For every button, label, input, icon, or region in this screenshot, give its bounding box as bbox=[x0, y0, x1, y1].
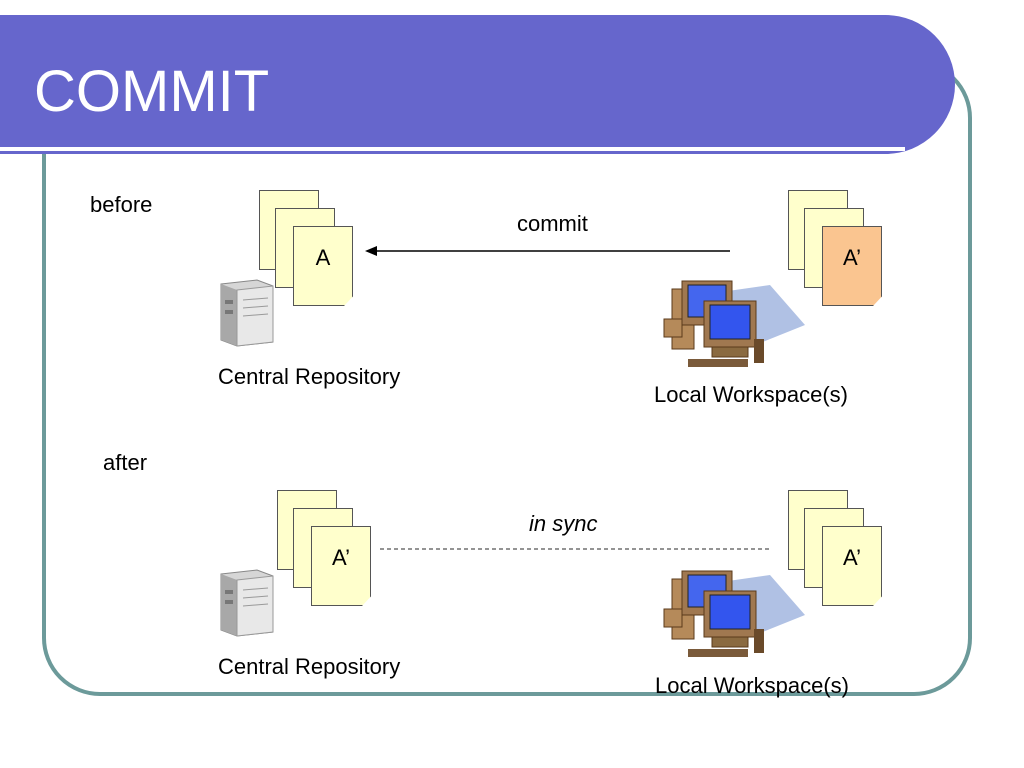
server-icon bbox=[220, 279, 274, 347]
sync-dashed-line bbox=[380, 548, 772, 550]
workspace-doc-after: A’ bbox=[822, 526, 882, 606]
workspace-docs-after: A’ bbox=[788, 490, 892, 608]
title-bar: COMMIT bbox=[0, 15, 955, 154]
workspace-doc-before: A’ bbox=[822, 226, 882, 306]
slide-title: COMMIT bbox=[34, 59, 270, 124]
repository-docs-after: A’ bbox=[277, 490, 381, 608]
repository-doc-before: A bbox=[293, 226, 353, 306]
central-repository-label-before: Central Repository bbox=[218, 364, 401, 389]
central-repository-label-after: Central Repository bbox=[218, 654, 401, 679]
repository-docs-before: A bbox=[259, 190, 363, 308]
title-underline bbox=[0, 147, 905, 151]
workstation-icon bbox=[663, 280, 805, 367]
after-label: after bbox=[103, 450, 148, 475]
server-icon bbox=[220, 569, 274, 637]
local-workspace-label-before: Local Workspace(s) bbox=[654, 382, 848, 407]
commit-arrow bbox=[365, 246, 730, 256]
local-workspace-label-after: Local Workspace(s) bbox=[655, 673, 849, 698]
workspace-docs-before: A’ bbox=[788, 190, 892, 308]
in-sync-label: in sync bbox=[529, 511, 598, 536]
before-label: before bbox=[90, 192, 153, 217]
commit-label: commit bbox=[517, 211, 588, 236]
repository-doc-after: A’ bbox=[311, 526, 371, 606]
workstation-icon bbox=[663, 570, 805, 657]
